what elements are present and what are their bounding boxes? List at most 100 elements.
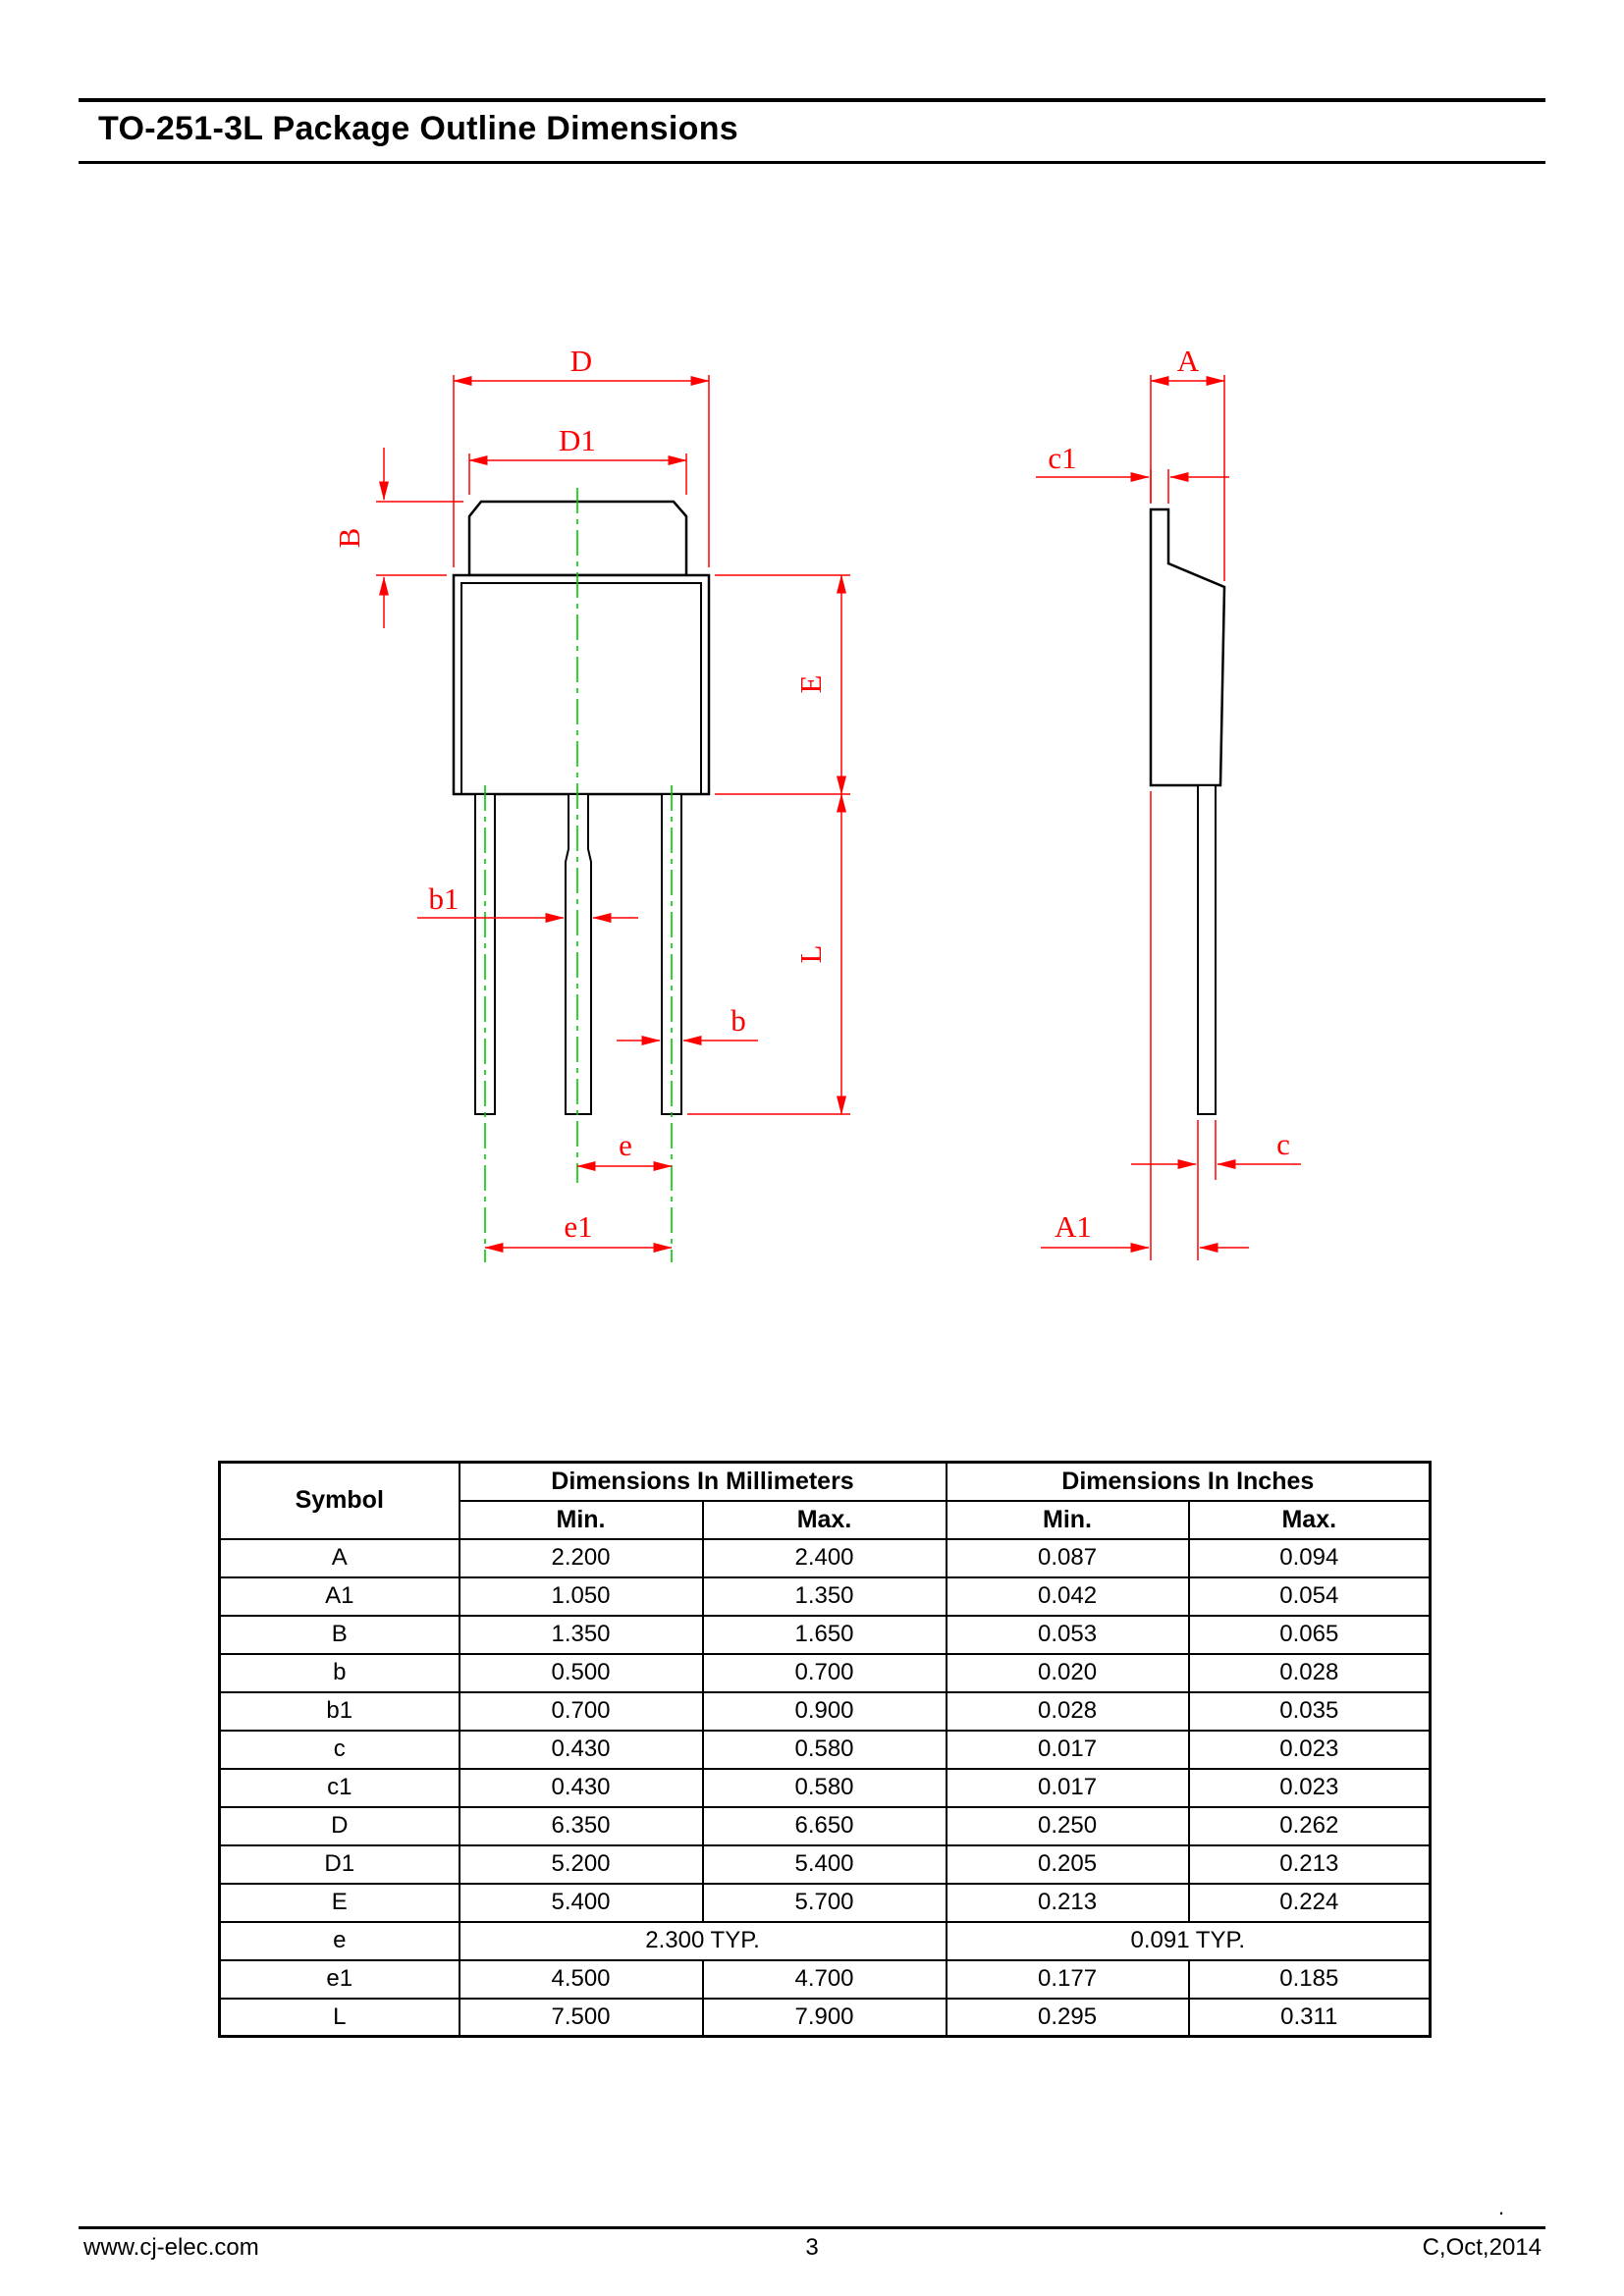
cell-in-min: 0.053 [945,1614,1190,1655]
front-view: D D1 B E [332,344,850,1262]
dim-B [376,448,463,628]
cell-in-min: 0.250 [945,1805,1190,1846]
table-row: D 6.350 6.650 0.250 0.262 [218,1805,1432,1846]
footer-revision: C,Oct,2014 [1422,2234,1542,2261]
cell-in-max: 0.224 [1187,1882,1432,1923]
cell-in-min: 0.295 [945,1997,1190,2038]
dim-E [715,574,850,795]
col-header-symbol: Symbol [218,1461,460,1540]
cell-in-min: 0.017 [945,1729,1190,1770]
cell-in-min: 0.028 [945,1690,1190,1732]
cell-mm-max: 2.400 [701,1537,947,1578]
cell-in-max: 0.035 [1187,1690,1432,1732]
cell-mm-min: 1.050 [458,1575,704,1617]
table-row: D1 5.200 5.400 0.205 0.213 [218,1843,1432,1885]
table-row: B 1.350 1.650 0.053 0.065 [218,1614,1432,1655]
cell-in-max: 0.262 [1187,1805,1432,1846]
side-lead [1197,784,1217,1115]
cell-mm-min: 5.400 [458,1882,704,1923]
cell-mm-min: 6.350 [458,1805,704,1846]
col-header-mm: Dimensions In Millimeters [458,1461,947,1502]
cell-in-max: 0.023 [1187,1767,1432,1808]
dim-b-label: b [731,1003,746,1038]
table-row: E 5.400 5.700 0.213 0.224 [218,1882,1432,1923]
dim-D1 [468,454,687,495]
table-row: c 0.430 0.580 0.017 0.023 [218,1729,1432,1770]
cell-symbol: L [218,1997,460,2038]
cell-in-max: 0.023 [1187,1729,1432,1770]
cell-in-max: 0.054 [1187,1575,1432,1617]
dim-e-label: e [619,1128,632,1162]
cell-in-min: 0.205 [945,1843,1190,1885]
table-row: L 7.500 7.900 0.295 0.311 [218,1997,1432,2038]
cell-symbol: e1 [218,1958,460,2000]
dim-E-label: E [793,675,828,694]
cell-symbol: D1 [218,1843,460,1885]
cell-mm-min: 7.500 [458,1997,704,2038]
footer-website: www.cj-elec.com [83,2234,259,2261]
cell-in-min: 0.017 [945,1767,1190,1808]
cell-symbol: c [218,1729,460,1770]
cell-in-max: 0.185 [1187,1958,1432,2000]
cell-symbol: A1 [218,1575,460,1617]
cell-mm-max: 0.900 [701,1690,947,1732]
cell-symbol: c1 [218,1767,460,1808]
cell-in-min: 0.042 [945,1575,1190,1617]
front-lead-middle [565,793,592,1115]
cell-in-min: 0.087 [945,1537,1190,1578]
cell-in-max: 0.028 [1187,1652,1432,1693]
front-body [452,573,711,796]
dim-L [687,793,850,1115]
front-body-inner-line [460,582,702,794]
package-outline-drawing: D D1 B E [332,344,1301,1262]
dimensions-table: Symbol Dimensions In Millimeters Dimensi… [218,1461,1433,2038]
cell-mm-max: 6.650 [701,1805,947,1846]
col-header-in-max: Max. [1187,1499,1432,1540]
side-view: A c1 c A1 [1036,344,1301,1260]
table-header-row-2: Min. Max. Min. Max. [220,1499,1432,1540]
table-row: A1 1.050 1.350 0.042 0.054 [218,1575,1432,1617]
cell-mm-max: 5.700 [701,1882,947,1923]
col-header-mm-max: Max. [701,1499,947,1540]
dim-D [453,375,710,567]
cell-in-max: 0.065 [1187,1614,1432,1655]
stray-period: . [1498,2195,1505,2219]
cell-mm-min: 1.350 [458,1614,704,1655]
cell-symbol: e [218,1920,460,1961]
cell-mm-max: 4.700 [701,1958,947,2000]
cell-mm-typ: 2.300 TYP. [458,1920,947,1961]
side-body [1149,507,1226,787]
cell-in-max: 0.213 [1187,1843,1432,1885]
cell-mm-min: 0.700 [458,1690,704,1732]
cell-in-min: 0.177 [945,1958,1190,2000]
dim-L-label: L [793,945,828,964]
cell-mm-min: 2.200 [458,1537,704,1578]
cell-symbol: D [218,1805,460,1846]
cell-mm-max: 7.900 [701,1997,947,2038]
cell-mm-min: 0.430 [458,1729,704,1770]
cell-mm-min: 0.430 [458,1767,704,1808]
table-row: b1 0.700 0.900 0.028 0.035 [218,1690,1432,1732]
cell-in-max: 0.094 [1187,1537,1432,1578]
dim-A1-label: A1 [1055,1209,1092,1244]
dim-B-label: B [332,528,366,549]
cell-mm-min: 0.500 [458,1652,704,1693]
dim-e1-label: e1 [564,1209,592,1244]
dim-c [1131,1120,1301,1260]
dim-A1 [1041,791,1249,1260]
table-row: e1 4.500 4.700 0.177 0.185 [218,1958,1432,2000]
table-header-row-1: Symbol Dimensions In Millimeters Dimensi… [218,1461,1432,1540]
cell-symbol: b [218,1652,460,1693]
col-header-mm-min: Min. [458,1499,704,1540]
table-row-typ: e 2.300 TYP. 0.091 TYP. [218,1920,1432,1961]
cell-in-min: 0.020 [945,1652,1190,1693]
cell-mm-max: 1.650 [701,1614,947,1655]
page-title: TO-251-3L Package Outline Dimensions [98,110,738,147]
table-row: b 0.500 0.700 0.020 0.028 [218,1652,1432,1693]
cell-mm-max: 5.400 [701,1843,947,1885]
table-row: A 2.200 2.400 0.087 0.094 [218,1537,1432,1578]
cell-mm-max: 0.580 [701,1767,947,1808]
header-rule-top [79,98,1545,102]
cell-mm-min: 4.500 [458,1958,704,2000]
